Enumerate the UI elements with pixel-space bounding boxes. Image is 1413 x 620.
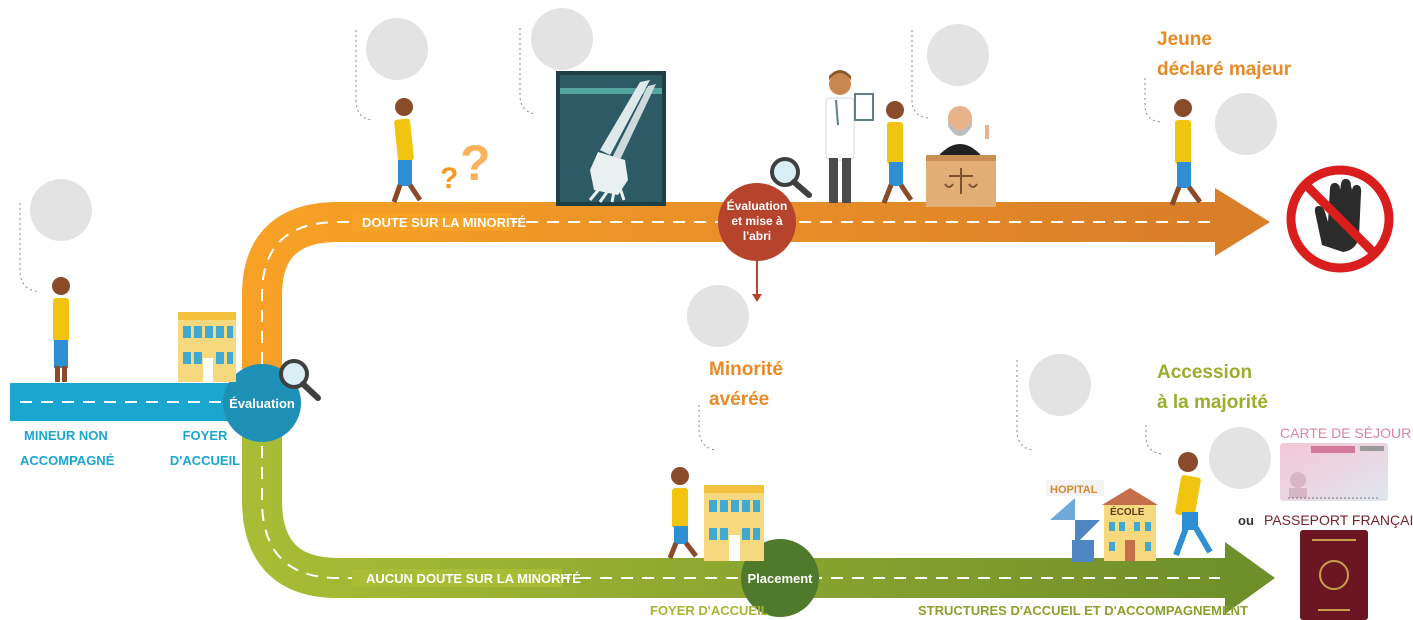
foyer-label-line2: D'ACCUEIL: [170, 453, 240, 468]
aucun-doute-label: AUCUN DOUTE SUR LA MINORITÉ: [366, 571, 581, 586]
person-icon: [881, 101, 914, 204]
person-icon: [1169, 99, 1203, 206]
evaluation-abri-node: [718, 183, 796, 261]
placement-node-label: Placement: [747, 571, 813, 586]
building-icon: [178, 312, 236, 382]
structures-label: STRUCTURES D'ACCUEIL ET D'ACCOMPAGNEMENT: [918, 603, 1248, 618]
jeune-label-line1: Jeune: [1157, 29, 1212, 50]
foyer-bottom-label: FOYER D'ACCUEIL: [650, 603, 769, 618]
magnifier-icon: [279, 359, 321, 401]
hospital-label: HOPITAL: [1050, 484, 1098, 496]
hospital-icon: HOPITAL: [1046, 480, 1104, 562]
stop-hand-icon: [1286, 165, 1394, 273]
dotted-pointers: [19, 28, 1163, 455]
minorite-label-line1: Minorité: [709, 359, 783, 380]
minorite-label-line2: avérée: [709, 389, 769, 410]
person-icon: [52, 277, 70, 382]
judge-icon: [926, 106, 996, 207]
mineur-label-line1: MINEUR NON: [24, 428, 108, 443]
residence-card-icon: [1280, 443, 1388, 501]
orange-road-dashes: [261, 221, 1210, 385]
evaluation-node-label: Évaluation: [229, 396, 295, 411]
question-mark-icon: ? ?: [440, 135, 491, 195]
evaluation-abri-line2: et mise à: [731, 214, 783, 228]
xray-icon: [556, 71, 666, 206]
doute-label: DOUTE SUR LA MINORITÉ: [362, 215, 527, 230]
ou-label: ou: [1238, 513, 1254, 528]
grey-annotation-circles: [30, 8, 1277, 489]
foyer-label-line1: FOYER: [183, 428, 228, 443]
jeune-label-line2: déclaré majeur: [1157, 59, 1292, 80]
magnifier-icon: [770, 157, 812, 198]
green-road-dashes: [261, 425, 1220, 579]
accession-label-line1: Accession: [1157, 362, 1252, 383]
school-icon: ÉCOLE: [1102, 488, 1158, 561]
building-icon: [704, 485, 764, 561]
svg-text:?: ?: [460, 135, 491, 191]
evaluation-abri-line3: l'abri: [743, 229, 771, 243]
mineur-label-line2: ACCOMPAGNÉ: [20, 453, 115, 468]
accession-label-line2: à la majorité: [1157, 392, 1268, 413]
person-icon: [667, 467, 698, 559]
person-icon: [391, 98, 423, 203]
evaluation-node: [223, 364, 301, 442]
passport-icon: [1300, 530, 1368, 620]
green-arrow-head: [1225, 542, 1275, 614]
svg-text:?: ?: [440, 162, 458, 195]
evaluation-abri-line1: Évaluation: [727, 198, 788, 213]
orange-arrow-head: [1215, 188, 1270, 256]
school-label: ÉCOLE: [1110, 505, 1145, 518]
doctor-icon: [825, 70, 874, 203]
person-icon: [1173, 452, 1213, 557]
carte-label: CARTE DE SÉJOUR: [1280, 425, 1411, 441]
passeport-label: PASSEPORT FRANÇAIS: [1264, 512, 1413, 528]
